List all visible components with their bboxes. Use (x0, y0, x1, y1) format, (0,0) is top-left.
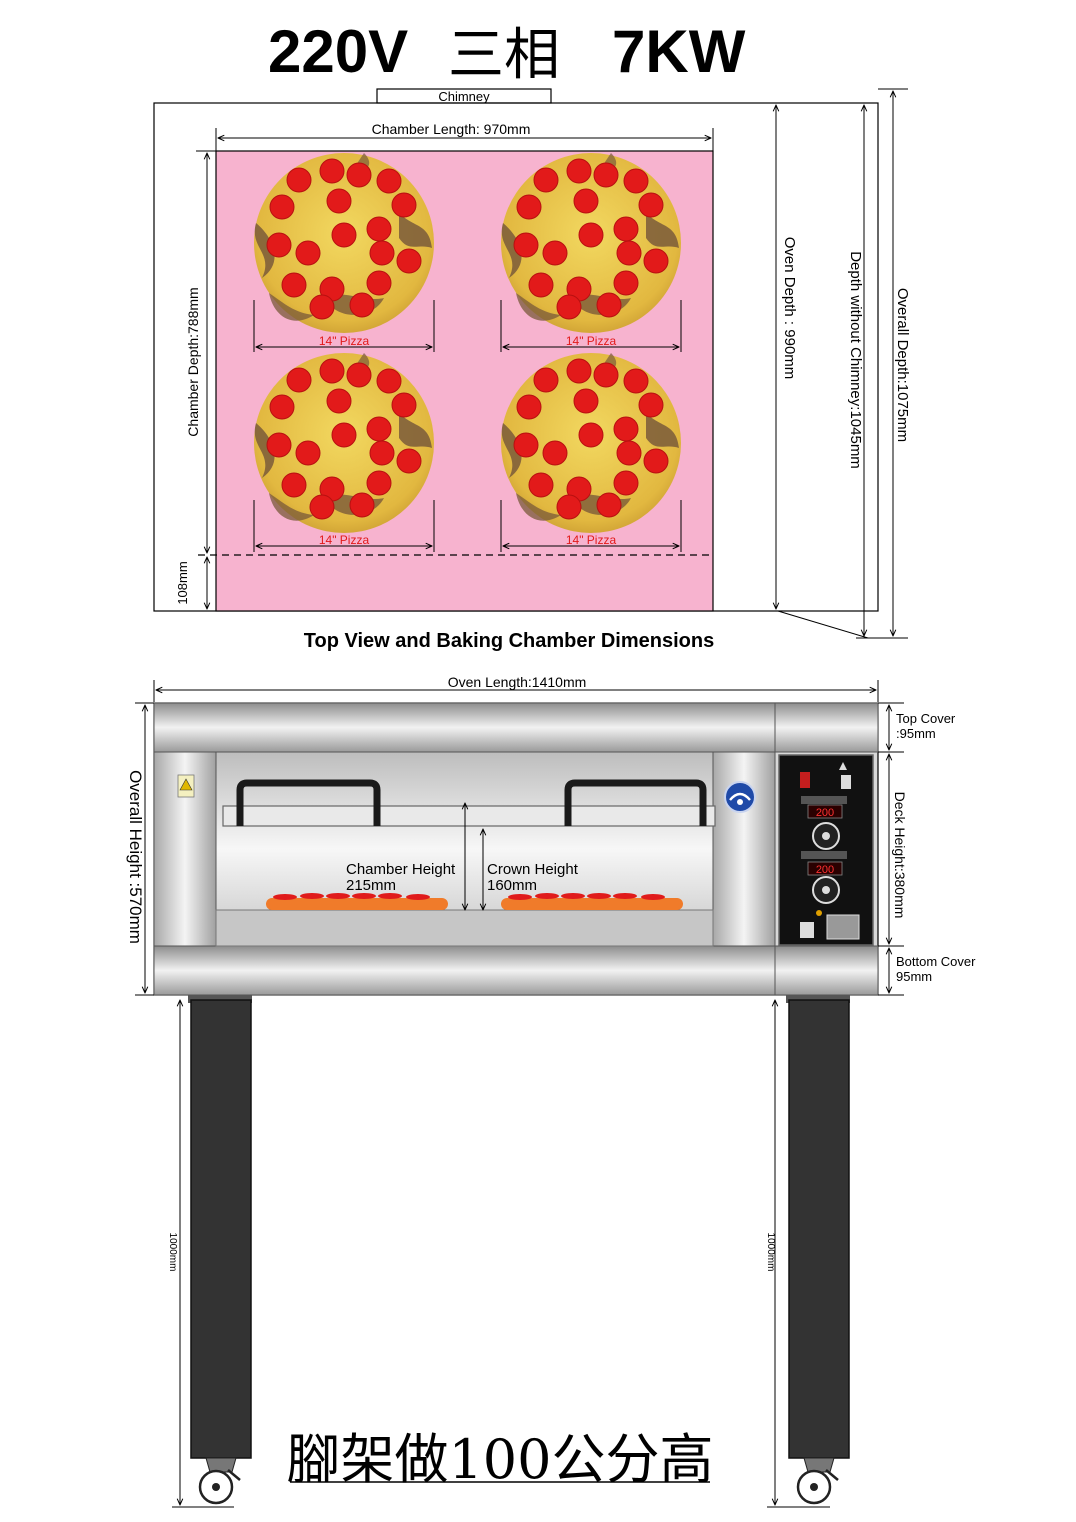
right-caster-icon (796, 1457, 839, 1505)
chamber-height-label: Chamber Height (346, 861, 456, 878)
top-cover-side (774, 702, 879, 753)
crown-height-value: 160mm (487, 877, 537, 894)
bottom-cover-panel (153, 945, 776, 996)
pizza-3-label: 14" Pizza (319, 533, 370, 547)
overall-depth-label: Overall Depth:1075mm (894, 288, 911, 442)
left-caster-icon (198, 1457, 241, 1505)
chamber-height-value: 215mm (346, 877, 396, 894)
warning-sticker-icon (177, 774, 195, 798)
bottom-cover-side (774, 945, 879, 996)
deck-height-label: Deck Height:380mm (892, 792, 908, 919)
top-view-caption: Top View and Baking Chamber Dimensions (304, 630, 714, 652)
depth-without-chimney-label: Depth without Chimney:1045mm (847, 251, 864, 469)
pizza-side-right (501, 893, 683, 910)
timer-display (826, 914, 860, 940)
power-switch-icon (800, 772, 810, 788)
bottom-cover-label: Bottom Cover (896, 954, 976, 969)
deck-stone (215, 909, 714, 947)
right-pillar (712, 751, 776, 947)
stand-height-note: 腳架做100公分高 (286, 1428, 713, 1491)
light-switch-icon (841, 775, 851, 789)
front-view: Oven Length:1410mm (126, 674, 976, 996)
bottom-temp-value: 200 (816, 864, 834, 876)
pizza-3 (253, 352, 435, 534)
oven-depth-label: Oven Depth : 990mm (781, 237, 798, 380)
left-leg-height-label: 1000mm (167, 1233, 178, 1272)
control-panel: 200 200 (778, 754, 874, 946)
pizza-4 (500, 352, 682, 534)
title-voltage: 220V (268, 18, 408, 85)
right-leg-height-label: 1000mm (765, 1233, 776, 1272)
pizza-side-left (266, 893, 448, 910)
left-leg (190, 999, 252, 1459)
brand-logo-icon (724, 781, 756, 813)
left-door-handle (236, 779, 381, 826)
top-temp-value: 200 (816, 807, 834, 819)
title-phase: 三相 (448, 23, 560, 88)
right-door-handle (564, 779, 707, 826)
bottom-cover-value: 95mm (896, 969, 932, 984)
right-leg (788, 999, 850, 1459)
pizza-4-label: 14" Pizza (566, 533, 617, 547)
pizza-2-label: 14" Pizza (566, 334, 617, 348)
oven-length-label: Oven Length:1410mm (448, 674, 587, 690)
bottom-temp-display (807, 861, 843, 876)
timer-switch-icon (800, 922, 814, 938)
top-cover-label: Top Cover (896, 711, 956, 726)
stand: 1000mm 1000mm 腳架做100公分高 (167, 995, 850, 1508)
header-title: 220V 三相 7KW (268, 18, 746, 88)
pizza-2 (500, 152, 682, 334)
top-view: Chimney 14" Pizza 14" Pizza 14" Pizza 14… (153, 88, 911, 652)
door-bar (222, 805, 716, 827)
pizza-1 (253, 152, 435, 334)
crown-height-label: Crown Height (487, 861, 579, 878)
overall-height-label: Overall Height :570mm (126, 770, 145, 944)
top-cover-panel (153, 702, 776, 753)
pizza-1-label: 14" Pizza (319, 334, 370, 348)
chamber-length-label: Chamber Length: 970mm (372, 121, 531, 137)
title-power: 7KW (612, 18, 746, 85)
top-cover-value: :95mm (896, 726, 936, 741)
front-margin-label: 108mm (175, 561, 190, 604)
top-temp-display (807, 804, 843, 819)
chimney-label: Chimney (438, 89, 490, 104)
chamber-depth-label: Chamber Depth:788mm (185, 287, 201, 436)
